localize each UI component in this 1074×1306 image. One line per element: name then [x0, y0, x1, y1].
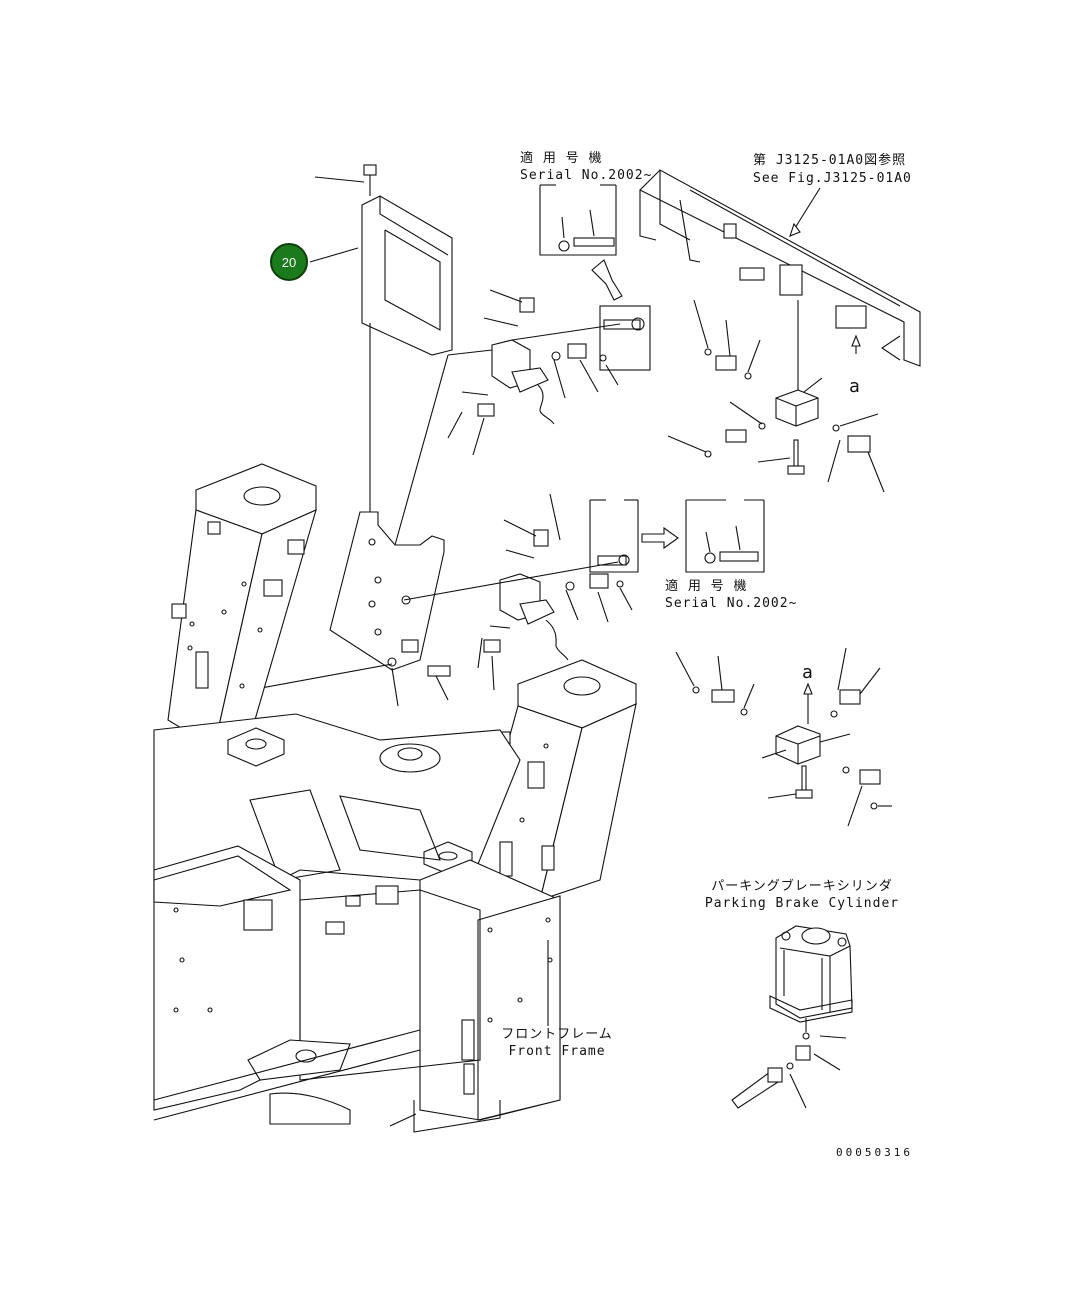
- serial-note-mid-en: Serial No.2002~: [665, 596, 798, 611]
- cover-plate-assembly: [309, 164, 453, 520]
- upper-valve-assembly: [394, 289, 651, 546]
- front-frame: [153, 463, 637, 1133]
- drawing-number: 00050316: [836, 1146, 913, 1159]
- middle-valve-assembly: [249, 493, 633, 707]
- callout-badge-20[interactable]: 20: [270, 243, 308, 281]
- middle-serial-detail: [589, 499, 765, 573]
- front-frame-label-jp: フロントフレーム: [501, 1027, 613, 1042]
- serial-note-mid-jp: 適 用 号 機: [665, 579, 748, 594]
- upper-manifold-block: [667, 299, 885, 493]
- parking-brake-cylinder: [731, 925, 853, 1109]
- serial-note-top-jp: 適 用 号 機: [520, 151, 603, 166]
- upper-right-rail: [639, 169, 921, 367]
- see-fig-note-en: See Fig.J3125-01A0: [753, 171, 912, 186]
- arrow-letter-mid: a: [802, 662, 814, 683]
- serial-note-top-en: Serial No.2002~: [520, 168, 653, 183]
- see-fig-note-jp: 第 J3125-01A0図参照: [753, 153, 907, 168]
- upper-serial-detail: [539, 184, 623, 301]
- lower-manifold-block: [675, 647, 892, 827]
- parking-brake-label-jp: パーキングブレーキシリンダ: [711, 879, 893, 894]
- arrow-letter-top: a: [849, 376, 861, 397]
- front-frame-label-en: Front Frame: [508, 1044, 606, 1059]
- parking-brake-label-en: Parking Brake Cylinder: [704, 896, 900, 911]
- middle-bracket-plate: [329, 511, 445, 671]
